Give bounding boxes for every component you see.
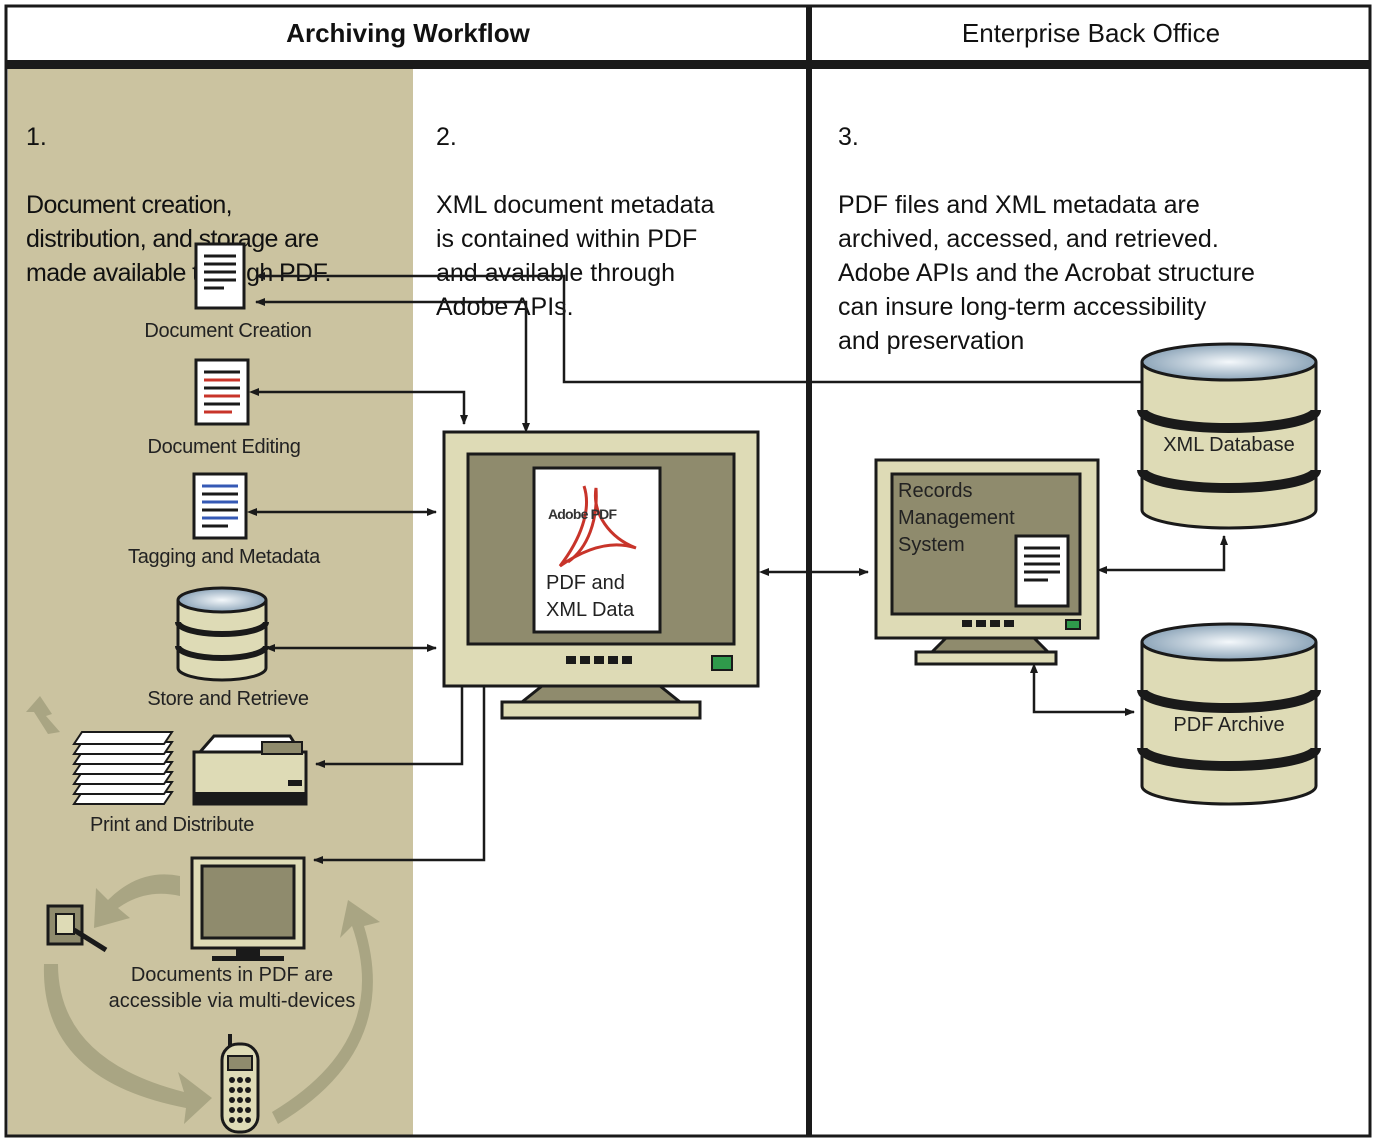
mobile-phone-icon	[220, 1034, 260, 1134]
connector-records-to-xml-db	[1097, 535, 1228, 574]
records-monitor	[874, 458, 1100, 666]
document-creation-icon	[194, 242, 246, 310]
records-monitor-caption: Records Management System	[898, 480, 1015, 556]
paper-stack-icon	[72, 731, 174, 805]
step-3-text: PDF files and XML metadata are archived,…	[838, 191, 1255, 355]
label-multi-devices: Documents in PDF are accessible via mult…	[108, 964, 356, 1012]
store-retrieve-database-icon	[175, 586, 269, 682]
header-archiving-workflow: Archiving Workflow	[286, 18, 530, 48]
xml-database-label: XML Database	[1163, 434, 1295, 456]
step-3: 3. PDF files and XML metadata are archiv…	[838, 86, 1368, 392]
document-editing-icon	[194, 358, 250, 426]
main-monitor-caption: PDF and XML Data	[546, 572, 635, 621]
tagging-metadata-icon	[192, 472, 248, 540]
main-monitor	[442, 430, 760, 720]
device-cycle-arrows-icon	[43, 874, 380, 1124]
tablet-stylus-icon	[46, 904, 108, 953]
xml-database-cylinder	[1137, 342, 1321, 530]
label-store-retrieve: Store and Retrieve	[147, 688, 309, 710]
adobe-pdf-logo-text: Adobe PDF	[548, 506, 617, 522]
step-1-number: 1.	[26, 123, 47, 151]
connectors	[247, 272, 1228, 864]
connector-editing-to-monitor	[249, 388, 468, 425]
label-print-distribute: Print and Distribute	[89, 814, 255, 836]
step-3-number: 3.	[838, 123, 859, 151]
connector-records-to-pdf-archive	[1030, 663, 1135, 716]
label-document-editing: Document Editing	[147, 436, 301, 458]
pdf-archive-label: PDF Archive	[1173, 714, 1285, 736]
connector-xml-db-to-creation	[255, 272, 1142, 384]
adobe-pdf-swirl-icon	[558, 485, 637, 568]
header-enterprise-back-office: Enterprise Back Office	[961, 18, 1221, 48]
label-document-creation: Document Creation	[144, 320, 312, 342]
connector-monitor-to-devices	[313, 686, 486, 864]
pdf-archive-cylinder	[1137, 622, 1321, 806]
printer-icon	[192, 734, 308, 806]
label-tagging-metadata: Tagging and Metadata	[128, 546, 320, 568]
connector-monitor-to-creation	[255, 298, 530, 433]
step-2-number: 2.	[436, 123, 457, 151]
distribute-arrow-icon	[26, 696, 60, 734]
connector-monitor-to-printer	[315, 686, 464, 768]
desktop-monitor-icon	[190, 856, 306, 961]
